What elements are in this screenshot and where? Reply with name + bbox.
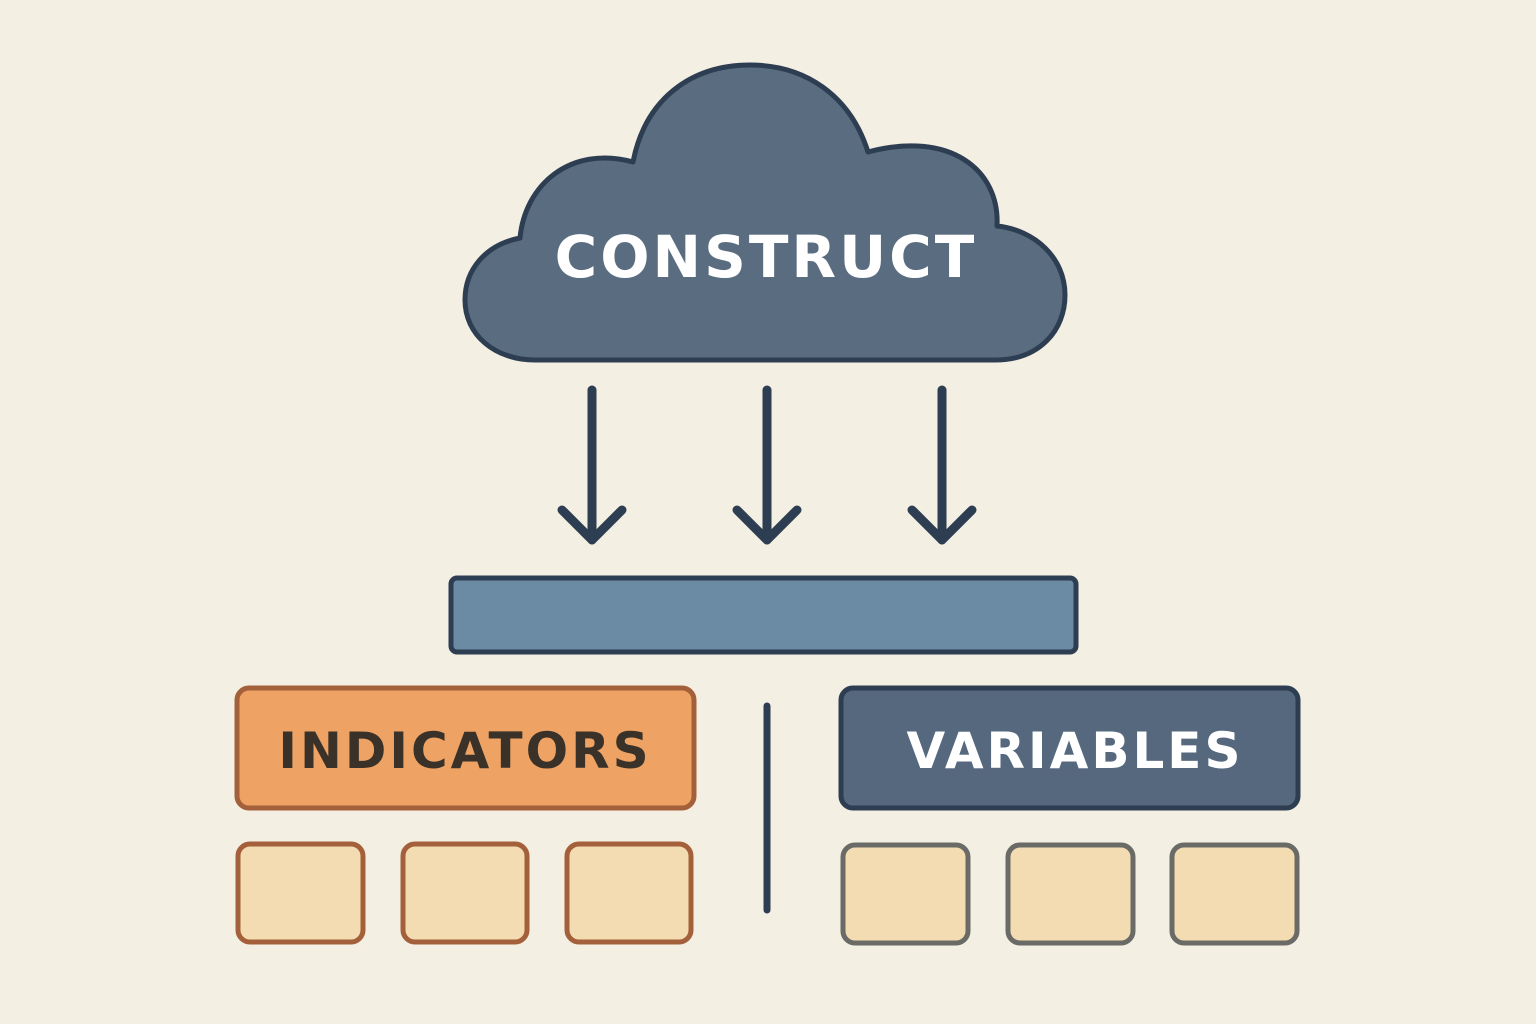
variable-item [840,842,971,946]
indicator-item [400,841,530,945]
variables-box [838,685,1301,811]
variables-label: VARIABLES [907,722,1244,780]
construct-label: CONSTRUCT [555,223,978,291]
variable-item [1169,842,1300,946]
construct-node: CONSTRUCT [462,62,1068,363]
indicator-item [235,841,366,945]
indicator-item [564,841,694,945]
arrow-left [557,385,627,545]
arrows-group [557,385,977,545]
indicators-label: INDICATORS [278,722,651,780]
variable-items [840,842,1300,946]
indicator-items [235,841,694,945]
arrow-center [732,385,802,545]
variable-item [1005,842,1136,946]
variables-node: VARIABLES [838,685,1301,811]
arrow-right [907,385,977,545]
construct-cloud [462,62,1068,363]
indicators-box [234,685,697,811]
connector-bar [448,575,1079,655]
indicators-node: INDICATORS [234,685,697,811]
